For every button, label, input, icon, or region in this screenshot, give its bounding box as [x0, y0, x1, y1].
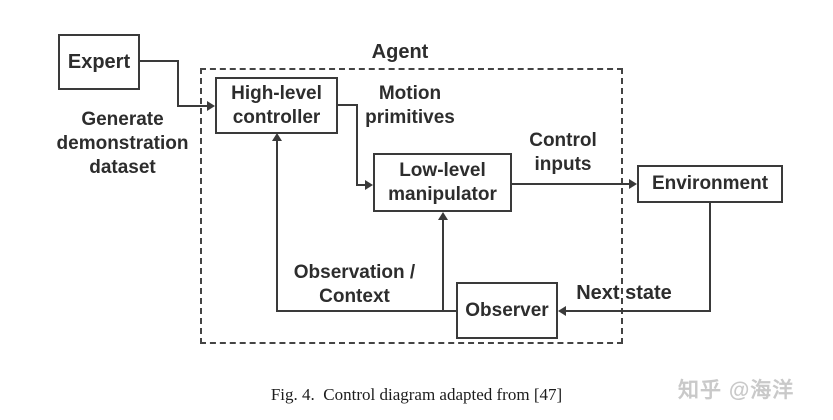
watermark-text: 知乎 @海洋	[678, 379, 795, 402]
expert-box: Expert	[58, 34, 140, 90]
edge-controller-manipulator-seg3	[356, 184, 367, 186]
generate-dataset-label: Generate demonstration dataset	[56, 109, 189, 178]
edge-feedback-to-controller-vertical	[276, 140, 278, 312]
arrowhead-into-environment	[629, 179, 637, 189]
edge-controller-manipulator-seg2	[356, 104, 358, 185]
figure-caption: Fig. 4. Control diagram adapted from [47…	[270, 385, 563, 404]
arrowhead-into-manipulator	[365, 180, 373, 190]
edge-manipulator-environment	[512, 183, 630, 185]
edge-expert-controller-seg1	[140, 60, 179, 62]
high-level-controller-box: High-level controller	[215, 77, 338, 134]
agent-dashed-boundary	[200, 68, 623, 344]
observation-context-label: Observation / Context	[293, 262, 416, 307]
edge-expert-controller-seg2	[177, 60, 179, 107]
arrowhead-up-into-manipulator	[438, 212, 448, 220]
observer-box: Observer	[456, 282, 558, 339]
edge-controller-manipulator-seg1	[338, 104, 358, 106]
edge-feedback-to-manipulator-vertical	[442, 219, 444, 312]
arrowhead-into-controller	[207, 101, 215, 111]
next-state-label: Next state	[576, 282, 672, 304]
edge-environment-observer-seg2	[566, 310, 711, 312]
edge-expert-controller-seg3	[177, 105, 208, 107]
edge-observer-feedback-horizontal	[277, 310, 456, 312]
arrowhead-up-into-controller	[272, 133, 282, 141]
arrowhead-into-observer	[558, 306, 566, 316]
environment-box: Environment	[637, 165, 783, 203]
agent-label: Agent	[371, 41, 429, 63]
low-level-manipulator-box: Low-level manipulator	[373, 153, 512, 212]
motion-primitives-label: Motion primitives	[365, 83, 455, 128]
control-inputs-label: Control inputs	[529, 130, 597, 175]
edge-environment-observer-seg1	[709, 203, 711, 312]
